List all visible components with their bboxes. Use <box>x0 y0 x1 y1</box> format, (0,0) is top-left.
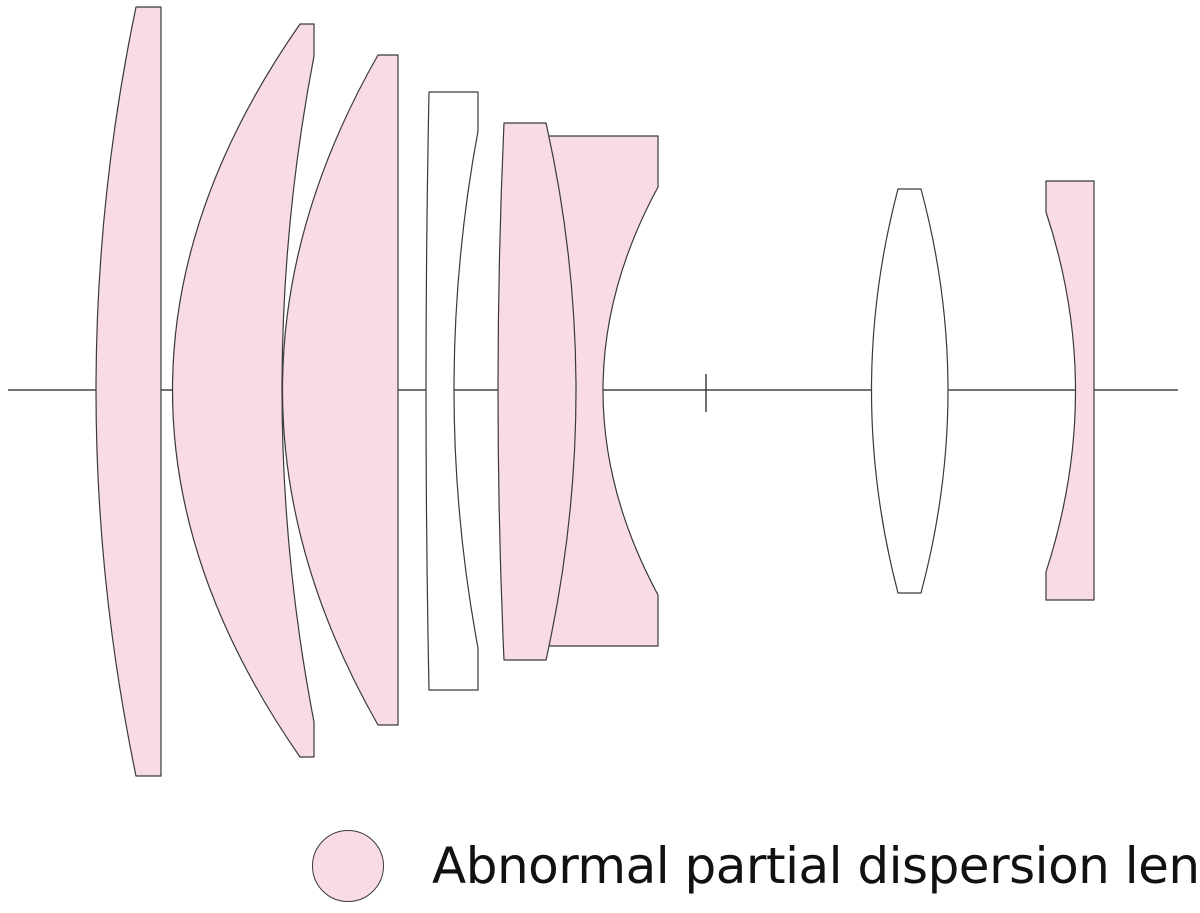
lens-element-1 <box>95 6 162 777</box>
lens-element-2 <box>172 23 315 758</box>
legend-swatch-circle <box>312 830 384 902</box>
legend-label: Abnormal partial dispersion lens <box>432 837 1200 895</box>
lens-element-3 <box>281 54 399 726</box>
lens-element-8 <box>1045 180 1095 601</box>
lens-element-7 <box>870 188 949 594</box>
legend: Abnormal partial dispersion lens <box>312 826 1200 906</box>
lens-element-5 <box>497 122 577 661</box>
lens-element-4 <box>425 91 479 691</box>
